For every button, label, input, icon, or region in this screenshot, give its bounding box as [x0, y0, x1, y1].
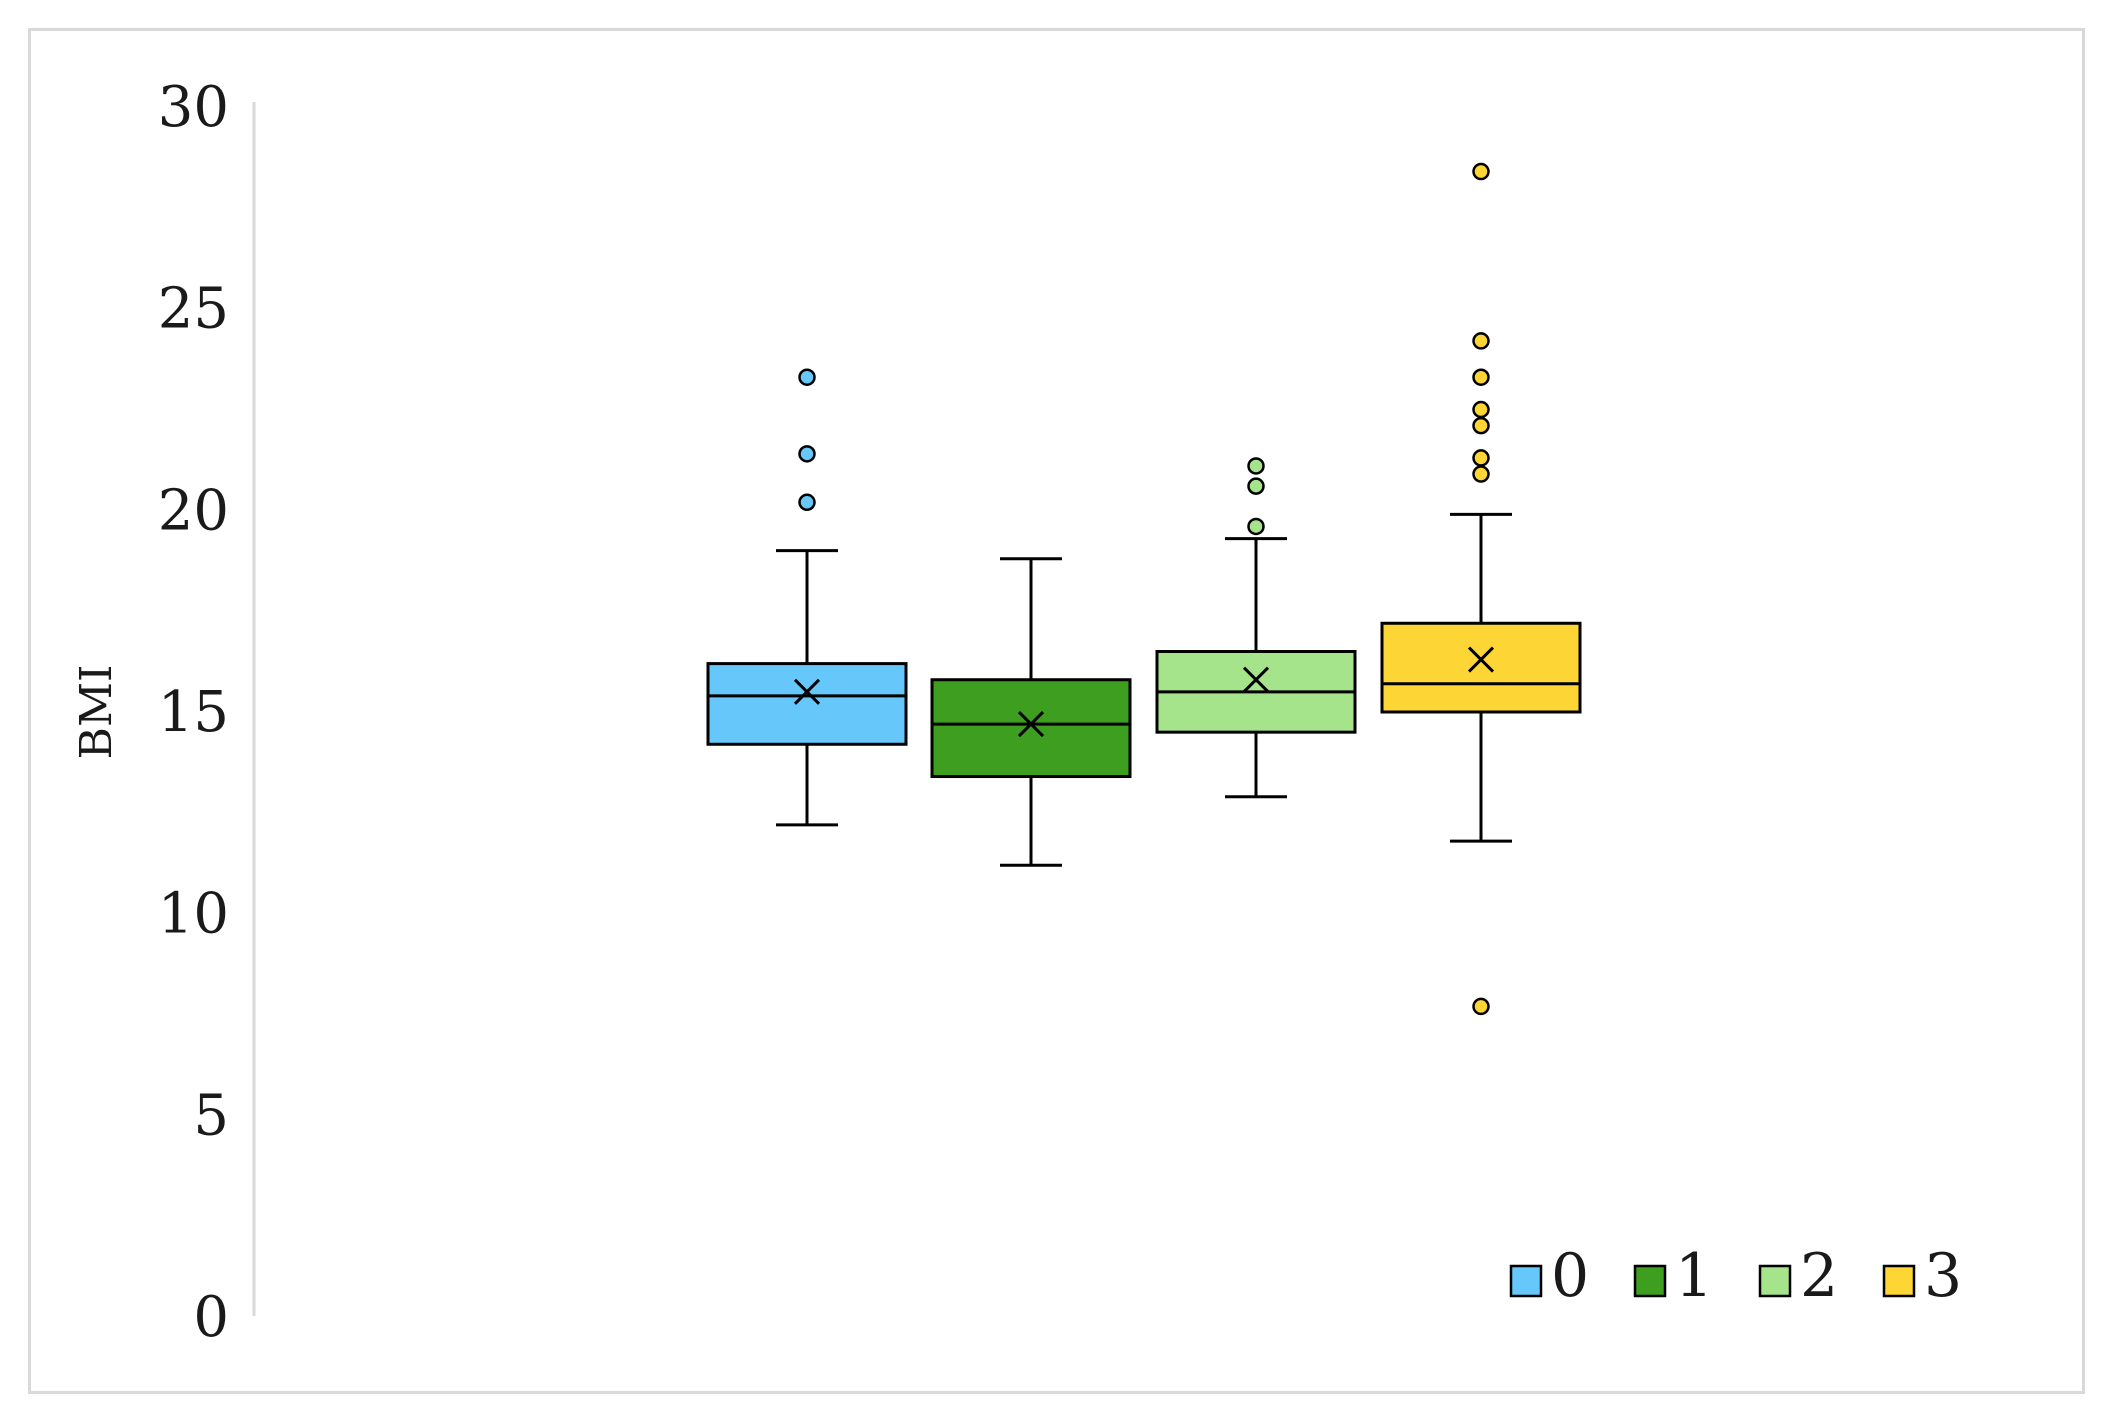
y-tick-label: 25: [158, 277, 229, 342]
outlier-point: [1472, 465, 1490, 483]
outlier-point: [1472, 997, 1490, 1016]
outlier-point: [798, 493, 816, 512]
y-tick-label: 10: [158, 882, 229, 947]
box-iqr: [930, 678, 1132, 779]
y-tick-label: 20: [158, 478, 229, 543]
box-series-3: [1380, 162, 1582, 1016]
outlier-point: [1472, 332, 1490, 350]
legend-label-0: 0: [1551, 1241, 1589, 1311]
outlier-point: [1472, 416, 1490, 435]
y-tick-label: 30: [158, 75, 229, 140]
legend: 0 1 2 3: [1509, 1241, 1962, 1311]
legend-label-1: 1: [1675, 1241, 1713, 1311]
mean-marker: [1467, 646, 1495, 673]
y-tick-label: 0: [193, 1285, 229, 1350]
box-iqr: [1380, 621, 1582, 714]
legend-swatch-3: [1882, 1264, 1916, 1298]
box-iqr: [706, 662, 908, 746]
outlier-point: [1472, 449, 1490, 467]
mean-marker: [1242, 666, 1270, 693]
y-tick-label: 15: [158, 680, 229, 745]
outlier-point: [1247, 517, 1265, 536]
box-series-2: [1155, 457, 1357, 799]
outlier-point: [1247, 457, 1265, 475]
box-series-0: [706, 368, 908, 827]
outlier-point: [798, 368, 816, 386]
outlier-point: [1247, 477, 1265, 495]
legend-label-2: 2: [1800, 1241, 1838, 1311]
legend-swatch-2: [1758, 1264, 1792, 1298]
y-axis-title: BMI: [71, 665, 122, 760]
outlier-point: [1472, 368, 1490, 386]
mean-marker: [793, 678, 821, 705]
chart-frame: 0 5 10 15 20 25 30 BMI 0 1 2 3: [28, 28, 2085, 1394]
legend-swatch-0: [1509, 1264, 1543, 1298]
y-tick-label: 5: [193, 1083, 229, 1148]
outlier-point: [798, 445, 816, 463]
box-series-1: [930, 557, 1132, 867]
mean-marker: [1017, 711, 1045, 738]
y-axis-ticks: 0 5 10 15 20 25 30: [158, 75, 229, 1350]
outlier-point: [1472, 162, 1490, 181]
legend-swatch-1: [1633, 1264, 1667, 1298]
box-plot-chart: 0 5 10 15 20 25 30 BMI 0 1 2 3: [71, 75, 1962, 1350]
outlier-point: [1472, 400, 1490, 419]
box-series-group: [706, 162, 1582, 1016]
legend-label-3: 3: [1924, 1241, 1962, 1311]
